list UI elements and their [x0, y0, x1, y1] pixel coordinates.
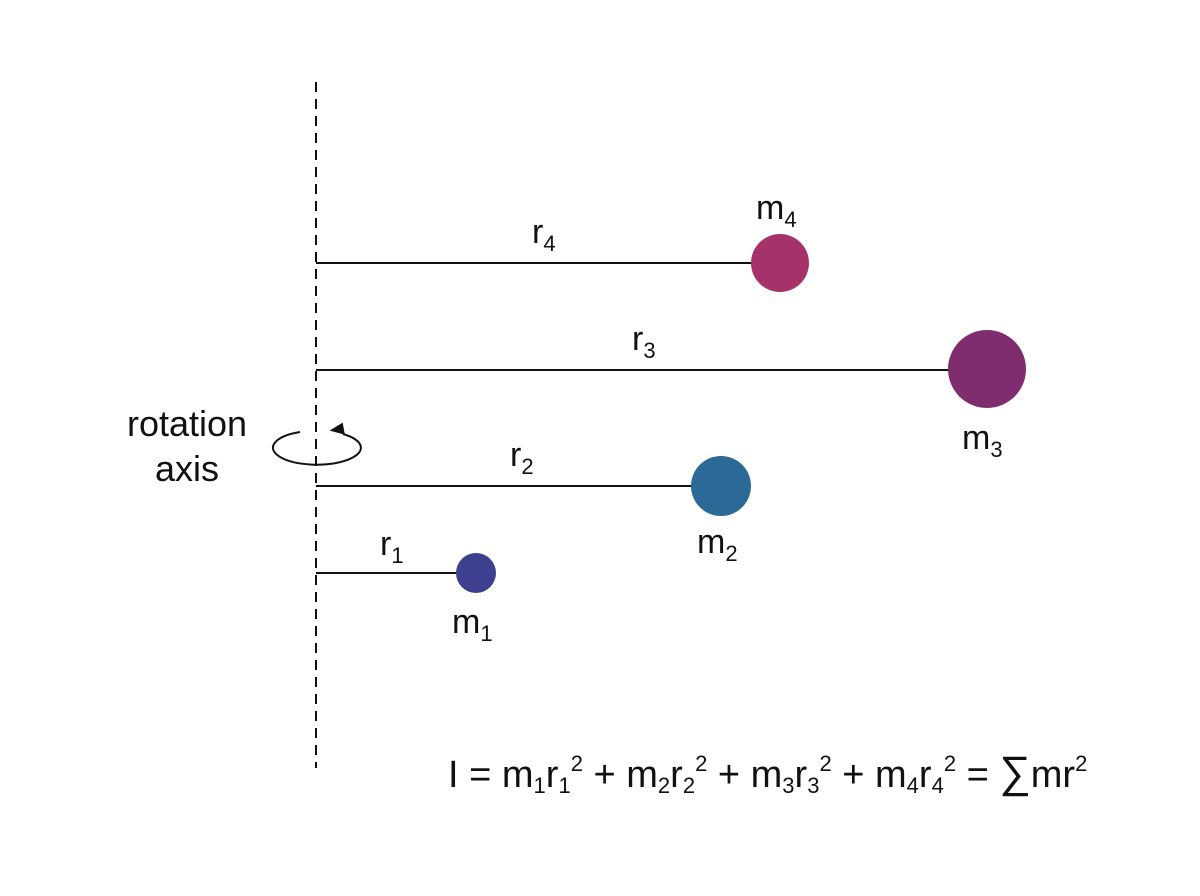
mass-2-circle: [691, 456, 751, 516]
axis-label-line2: axis: [155, 448, 219, 489]
radius-label-r3: r3: [632, 320, 656, 363]
formula-term-4: m4r42: [875, 751, 957, 798]
rotation-arrow-icon: [271, 422, 362, 466]
formula-term-1: m1r12: [501, 751, 583, 798]
moment-of-inertia-formula: I = m1r12 + m2r22 + m3r32 + m4r42 = ∑mr2: [448, 748, 1087, 799]
axis-label-line1: rotation: [127, 403, 247, 444]
formula-term-3: m3r32: [750, 751, 832, 798]
mass-label-m2: m2: [697, 523, 738, 566]
radius-label-r2: r2: [510, 436, 534, 479]
formula-equals: =: [956, 754, 1000, 796]
radius-label-r4: r4: [532, 213, 556, 256]
formula-term-2: m2r22: [626, 751, 708, 798]
formula-lhs: I =: [448, 754, 502, 796]
mass-label-m4: m4: [756, 189, 797, 232]
mass-label-m3: m3: [962, 419, 1003, 462]
sum-symbol: ∑: [999, 748, 1031, 797]
sum-body: mr: [1030, 754, 1076, 796]
radius-label-r1: r1: [380, 525, 404, 568]
mass-3-circle: [948, 330, 1026, 408]
mass-4-circle: [751, 234, 809, 292]
mass-label-m1: m1: [452, 603, 493, 646]
formula-plus-3: +: [831, 754, 875, 796]
formula-plus-1: +: [582, 754, 627, 796]
mass-1-circle: [456, 553, 496, 593]
sum-exponent: 2: [1075, 751, 1088, 776]
formula-plus-2: +: [707, 754, 751, 796]
